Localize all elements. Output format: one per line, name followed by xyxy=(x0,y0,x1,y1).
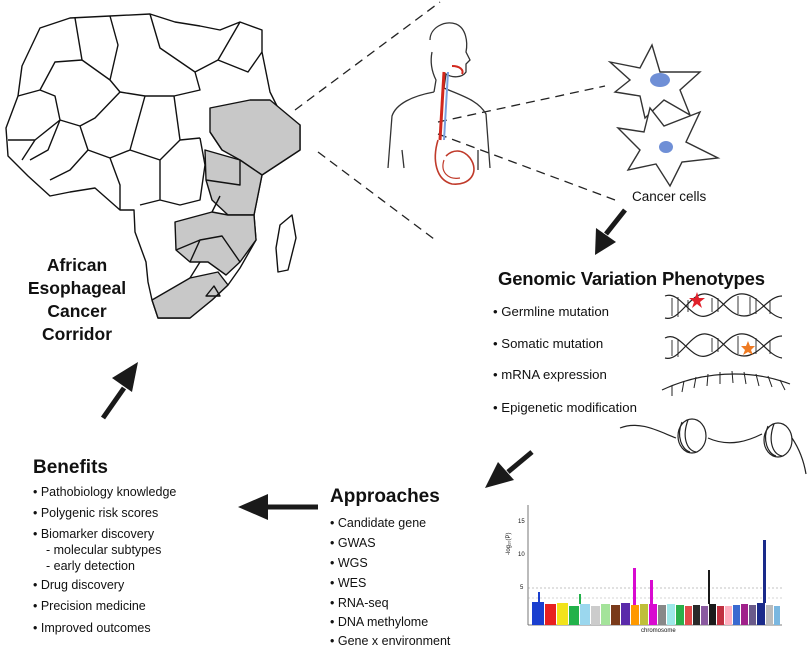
manhattan-tick-5: 5 xyxy=(520,585,524,591)
approach-item: • Gene x environment xyxy=(330,634,451,648)
shoulders xyxy=(387,87,491,169)
approaches-heading: Approaches xyxy=(330,486,440,507)
nucleus-2 xyxy=(659,141,673,153)
mrna-icon xyxy=(661,370,791,396)
benefit-subitem: - molecular subtypes xyxy=(46,543,162,557)
benefit-item: • Pathobiology knowledge xyxy=(33,485,177,499)
benefit-item: • Drug discovery xyxy=(33,578,125,592)
africa-map xyxy=(5,13,301,319)
manhattan-y-label: -log₁₀(P) xyxy=(506,532,512,555)
benefits-heading: Benefits xyxy=(33,457,108,478)
approach-item: • GWAS xyxy=(330,536,376,550)
manhattan-plot xyxy=(527,505,782,626)
region-south xyxy=(151,271,229,319)
arrow-approaches-to-benefits xyxy=(238,494,318,520)
benefit-item: • Improved outcomes xyxy=(33,621,151,635)
approach-item: • DNA methylome xyxy=(330,615,429,629)
esophagus xyxy=(434,65,475,185)
corridor-line-1: African xyxy=(46,255,108,275)
approach-item: • WES xyxy=(330,576,367,590)
head-outline xyxy=(429,22,471,89)
genomic-item-mrna: • mRNA expression xyxy=(493,367,607,382)
benefit-subitem: - early detection xyxy=(46,559,135,573)
benefit-item: • Biomarker discovery xyxy=(33,527,155,541)
arrow-benefits-to-corridor xyxy=(100,362,138,420)
benefit-item: • Precision medicine xyxy=(33,599,146,613)
cancer-cells xyxy=(607,43,721,188)
nucleus-1 xyxy=(650,73,670,87)
somatic-star-icon xyxy=(741,341,755,355)
approach-item: • Candidate gene xyxy=(330,516,427,530)
genomic-item-germline: • Germline mutation xyxy=(493,304,610,319)
manhattan-peaks xyxy=(538,540,766,605)
germline-star-icon xyxy=(689,292,705,308)
manhattan-columns xyxy=(532,602,780,625)
genomic-item-epigenetic: • Epigenetic modification xyxy=(493,400,637,415)
border-lines xyxy=(8,13,263,210)
flow-arrows xyxy=(100,208,627,520)
arrow-cells-to-genomic xyxy=(595,208,627,255)
benefit-item: • Polygenic risk scores xyxy=(33,506,159,520)
manhattan-tick-15: 15 xyxy=(518,519,525,525)
manhattan-x-label: chromosome xyxy=(641,628,676,634)
germline-dna-icon xyxy=(664,292,783,319)
manhattan-tick-10: 10 xyxy=(518,552,525,558)
cancer-cells-label: Cancer cells xyxy=(632,189,707,204)
somatic-dna-icon xyxy=(664,333,783,359)
corridor-title: African Esophageal Cancer Corridor xyxy=(18,254,136,346)
corridor-line-2: Esophageal xyxy=(27,278,127,298)
corridor-line-4: Corridor xyxy=(42,324,112,344)
corridor-line-3: Cancer xyxy=(47,301,107,321)
zoom-lines xyxy=(294,1,616,243)
madagascar xyxy=(275,214,297,273)
approach-item: • WGS xyxy=(330,556,368,570)
genomic-item-somatic: • Somatic mutation xyxy=(493,336,604,351)
torso-illustration xyxy=(387,22,491,170)
genomic-heading: Genomic Variation Phenotypes xyxy=(498,268,765,289)
epigenetic-icon xyxy=(619,418,807,475)
arrow-genomic-to-approaches xyxy=(485,450,534,488)
stomach xyxy=(434,139,475,185)
approach-item: • RNA-seq xyxy=(330,596,389,610)
